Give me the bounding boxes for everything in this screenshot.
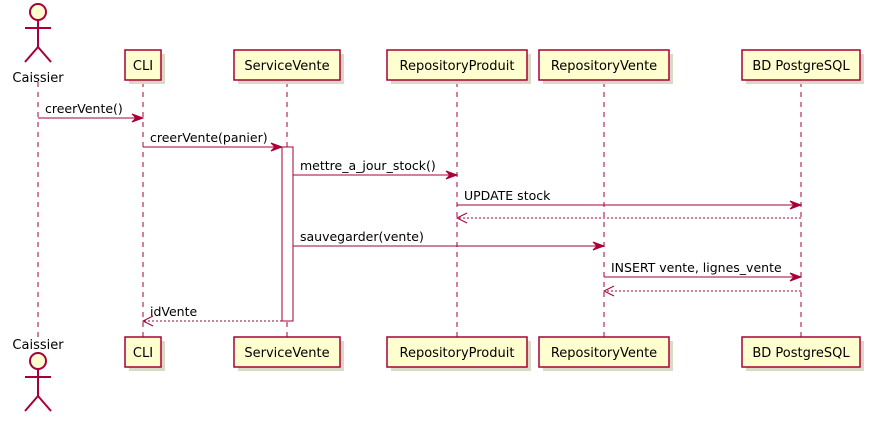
message-arrow-8 [602, 285, 801, 297]
message-label: creerVente() [45, 101, 123, 116]
message-arrow-2: creerVente(panier) [143, 130, 284, 152]
actor-icon-caissier-bottom [24, 352, 52, 412]
filled-arrowhead-icon [789, 200, 803, 210]
message-label: mettre_a_jour_stock() [300, 158, 436, 173]
participant-label-bottom-caissier: Caissier [12, 338, 64, 353]
participant-label-top-caissier: Caissier [12, 71, 64, 86]
participant-box-top-repoProduit: RepositoryProduit [386, 49, 531, 84]
message-label: INSERT vente, lignes_vente [611, 260, 782, 275]
participant-box-top-cli: CLI [124, 49, 165, 84]
message-arrow-7: INSERT vente, lignes_vente [604, 260, 803, 282]
open-arrowhead-icon [602, 285, 615, 297]
participant-box-bottom-db: BD PostgreSQL [741, 336, 864, 371]
participant-box-bottom-cli: CLI [124, 336, 165, 371]
participant-label: BD PostgreSQL [752, 59, 850, 74]
open-arrowhead-icon [455, 212, 468, 224]
participant-label: BD PostgreSQL [752, 346, 850, 361]
participant-label: CLI [133, 59, 153, 74]
participant-label: CLI [133, 346, 153, 361]
message-arrow-3: mettre_a_jour_stock() [293, 158, 459, 180]
participant-label: RepositoryProduit [400, 346, 515, 361]
participant-box-top-db: BD PostgreSQL [741, 49, 864, 84]
filled-arrowhead-icon [445, 170, 459, 180]
message-arrow-5 [455, 212, 801, 224]
message-arrow-4: UPDATE stock [457, 188, 803, 210]
message-arrow-1: creerVente() [38, 101, 145, 123]
message-arrow-9: idVente [141, 304, 282, 327]
actor-icon-caissier-top [24, 3, 52, 63]
participant-label: RepositoryVente [551, 346, 657, 361]
participant-label: RepositoryProduit [400, 59, 515, 74]
filled-arrowhead-icon [789, 272, 803, 282]
message-label: UPDATE stock [464, 188, 551, 203]
participant-box-bottom-service: ServiceVente [233, 336, 344, 371]
open-arrowhead-icon [141, 315, 154, 327]
participant-box-top-service: ServiceVente [233, 49, 344, 84]
participant-label: RepositoryVente [551, 59, 657, 74]
message-label: sauvegarder(vente) [300, 229, 424, 244]
participant-box-top-repoVente: RepositoryVente [538, 49, 673, 84]
participant-label: ServiceVente [244, 346, 329, 361]
filled-arrowhead-icon [131, 113, 145, 123]
message-label: creerVente(panier) [150, 130, 268, 145]
filled-arrowhead-icon [270, 142, 284, 152]
participant-box-bottom-repoVente: RepositoryVente [538, 336, 673, 371]
filled-arrowhead-icon [592, 241, 606, 251]
participant-box-bottom-repoProduit: RepositoryProduit [386, 336, 531, 371]
participant-label: ServiceVente [244, 59, 329, 74]
activation-bar-service [281, 146, 294, 322]
message-arrow-6: sauvegarder(vente) [293, 229, 606, 251]
message-label: idVente [150, 304, 198, 319]
